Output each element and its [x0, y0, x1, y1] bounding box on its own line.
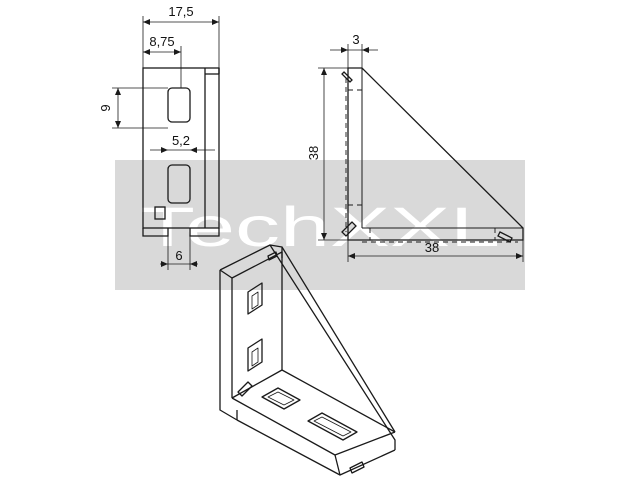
iso-base-slot-back	[261, 387, 301, 410]
watermark: TechXXL	[115, 160, 525, 290]
side-view-bottom-left	[142, 228, 169, 237]
dim-label-8-75: 8,75	[149, 34, 174, 49]
front-view-arrows	[321, 47, 523, 259]
iso-rib-outer	[269, 244, 396, 450]
side-view-upper-slot	[167, 87, 191, 123]
iso-base-bottom	[236, 419, 396, 476]
side-view-small-notch	[154, 206, 166, 220]
dim-label-38-vertical: 38	[306, 146, 321, 160]
iso-back-plate-front	[231, 251, 283, 370]
iso-base-front	[231, 397, 396, 456]
front-view-top-notch	[341, 71, 353, 83]
iso-back-slot-upper	[247, 282, 263, 315]
watermark-text: TechXXL	[140, 195, 500, 258]
dim-label-17-5: 17,5	[168, 4, 193, 19]
iso-bottom-tab	[349, 461, 365, 474]
iso-corner-tab	[237, 381, 253, 397]
iso-top-tab	[267, 251, 278, 261]
side-view-lower-slot	[167, 164, 191, 204]
isometric-view	[219, 244, 396, 476]
dim-label-9: 9	[98, 104, 113, 111]
iso-base-slot-front	[307, 412, 358, 441]
front-view-outline	[347, 67, 524, 241]
front-view-right-notch	[497, 231, 513, 243]
dim-label-6: 6	[175, 248, 182, 263]
side-view-bottom-right	[189, 228, 220, 237]
iso-rib-inner	[281, 246, 396, 433]
dim-label-3: 3	[352, 32, 359, 47]
iso-back-plate-left	[219, 270, 238, 421]
dim-label-5-2: 5,2	[172, 133, 190, 148]
watermark-band	[115, 160, 525, 290]
front-view	[318, 44, 524, 262]
side-view-arrows	[115, 19, 219, 267]
dim-label-38-horizontal: 38	[425, 240, 439, 255]
front-view-corner-notch	[341, 221, 357, 237]
iso-back-slot-lower	[247, 338, 263, 372]
front-view-hidden-lines	[345, 78, 518, 243]
